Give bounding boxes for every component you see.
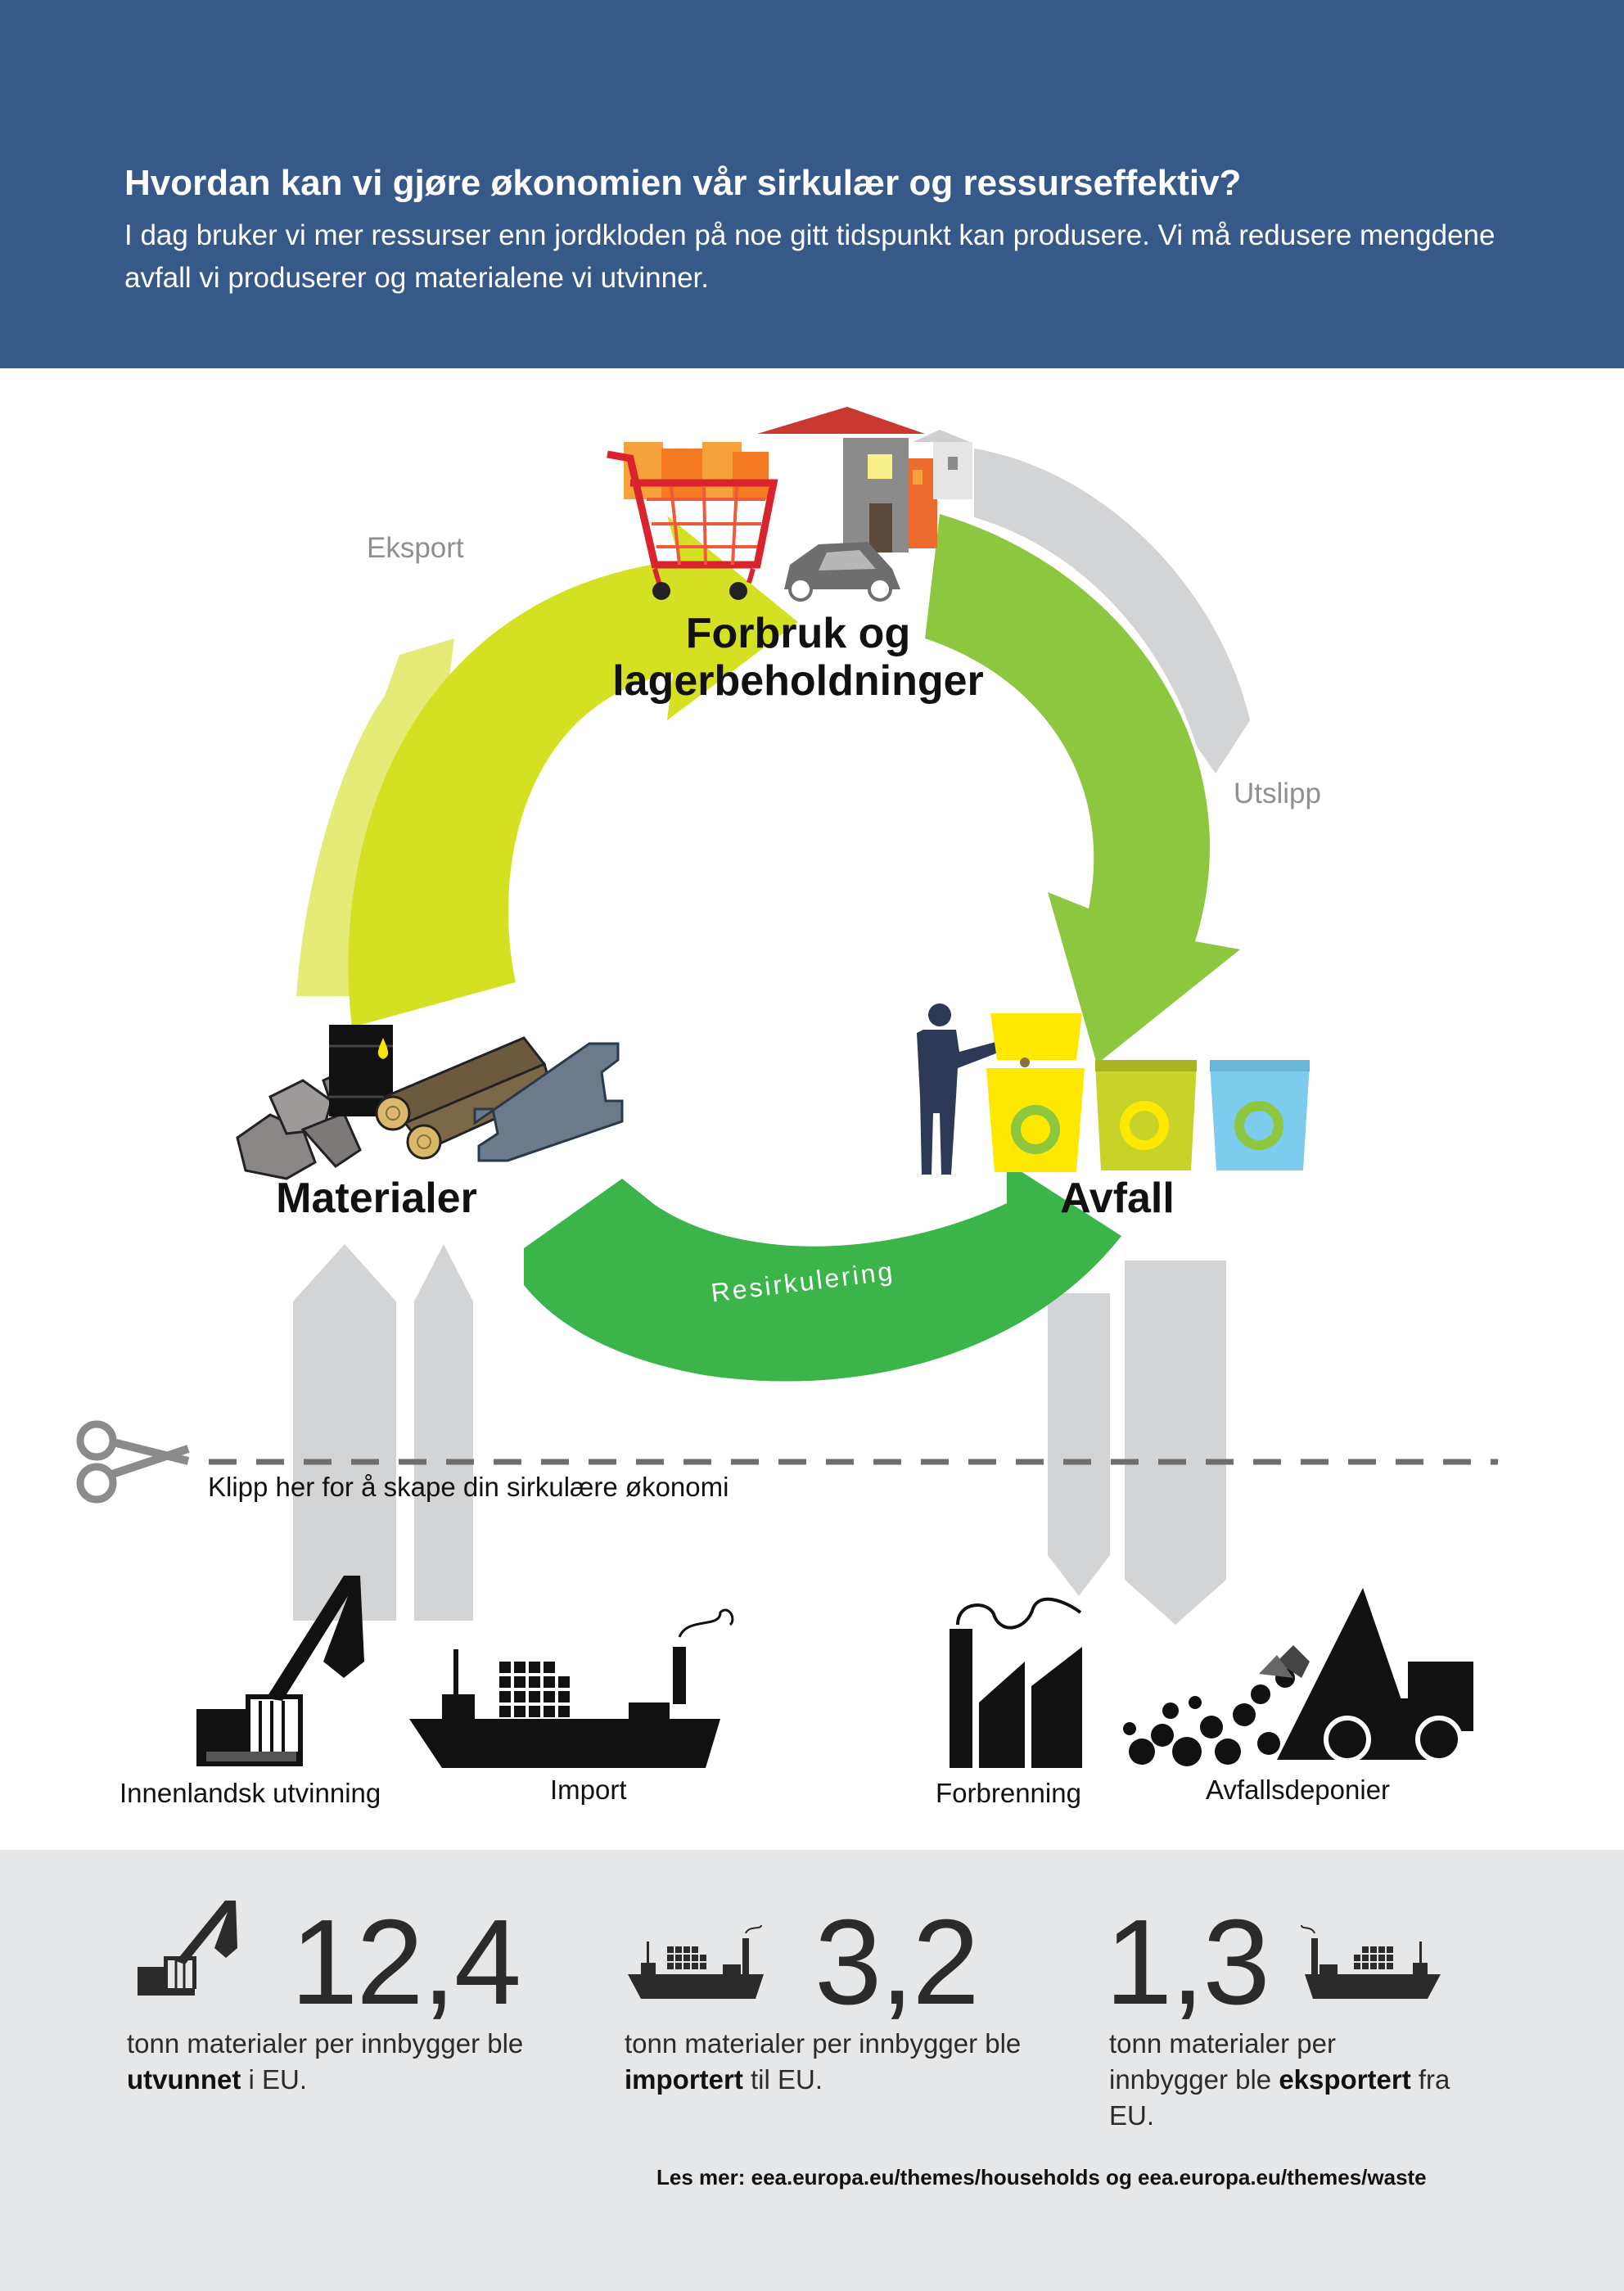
shopping-cart-icon xyxy=(607,442,778,600)
stat-excavator-icon xyxy=(138,1901,237,1996)
stat-import-ship-icon xyxy=(628,1924,764,1999)
excavator-icon xyxy=(196,1576,364,1766)
import-label: Import xyxy=(550,1775,627,1805)
yellow-bin-icon xyxy=(986,1013,1085,1172)
stat-extracted-value: 12,4 xyxy=(291,1895,521,2030)
steel-beam-icon xyxy=(473,1042,624,1162)
domestic-extraction-label: Innenlandsk utvinning xyxy=(120,1778,381,1808)
export-label: Eksport xyxy=(367,532,464,564)
dump-truck-icon xyxy=(1123,1588,1473,1766)
materials-label: Materialer xyxy=(276,1175,477,1222)
landfill-label: Avfallsdeponier xyxy=(1206,1775,1391,1805)
logs-icon xyxy=(375,1036,554,1160)
incineration-arrow xyxy=(1048,1293,1110,1596)
incineration-label: Forbrenning xyxy=(936,1778,1081,1808)
header-banner: Hvordan kan vi gjøre økonomien vår sirku… xyxy=(0,0,1624,368)
lime-flow-arc xyxy=(348,516,799,1027)
green-bin-icon xyxy=(1095,1060,1197,1170)
stat-exported-value: 1,3 xyxy=(1105,1895,1270,2030)
recycling-flow-arc xyxy=(524,1162,1121,1382)
consumption-label-line2: lagerbeholdninger xyxy=(612,657,984,705)
extraction-arrow xyxy=(293,1244,396,1621)
stats-panel xyxy=(0,1850,1624,2291)
consumption-label-line1: Forbruk og xyxy=(685,610,911,657)
ship-icon xyxy=(409,1608,734,1768)
stat-exported-desc: tonn materialer per innbygger ble ekspor… xyxy=(1109,2028,1450,2131)
factory-icon xyxy=(950,1597,1082,1768)
circular-economy-diagram xyxy=(76,407,1498,1768)
emissions-label: Utslipp xyxy=(1234,778,1321,810)
stat-extracted-desc: tonn materialer per innbygger ble utvunn… xyxy=(127,2028,524,2095)
landfill-arrow xyxy=(1125,1261,1226,1625)
emissions-arrow xyxy=(974,449,1250,773)
stat-imported-value: 3,2 xyxy=(814,1895,980,2030)
stat-export-ship-icon xyxy=(1301,1924,1441,1999)
house-icon xyxy=(757,407,972,552)
import-arrow xyxy=(414,1244,473,1621)
rocks-icon xyxy=(236,1066,362,1180)
read-more-links[interactable]: Les mer: eea.europa.eu/themes/households… xyxy=(656,2165,1427,2190)
scissors-icon xyxy=(76,1420,190,1504)
consumption-label: Forbruk og lagerbeholdninger xyxy=(573,610,1023,705)
waste-label: Avfall xyxy=(1060,1175,1175,1222)
intro-text: I dag bruker vi mer ressurser enn jordkl… xyxy=(124,219,1495,294)
cut-label: Klipp her for å skape din sirkulære økon… xyxy=(208,1472,729,1502)
person-icon xyxy=(917,1003,1000,1175)
stat-imported-desc: tonn materialer per innbygger ble import… xyxy=(625,2028,1022,2095)
page-title: Hvordan kan vi gjøre økonomien vår sirku… xyxy=(124,163,1242,203)
green-flow-arc xyxy=(925,514,1240,1064)
car-icon xyxy=(784,542,900,602)
blue-bin-icon xyxy=(1210,1060,1310,1170)
